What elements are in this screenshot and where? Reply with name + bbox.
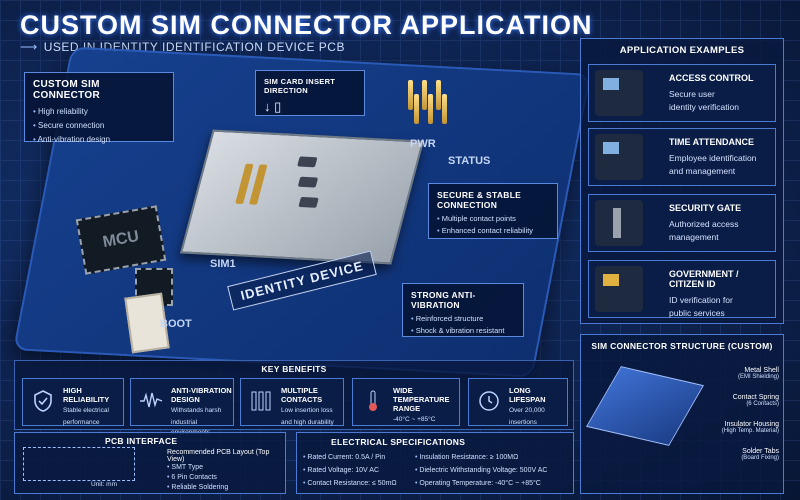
layout-title: Recommended PCB Layout (Top View) bbox=[167, 449, 270, 463]
electrical-title: ELECTRICAL SPECIFICATIONS bbox=[331, 437, 466, 447]
spec-item: Dielectric Withstanding Voltage: 500V AC bbox=[415, 464, 547, 477]
app-desc: Employee identification bbox=[669, 153, 757, 163]
benefit-desc: Withstands harsh bbox=[171, 407, 222, 414]
callout-title: CUSTOM SIM CONNECTOR bbox=[33, 79, 100, 101]
callout-custom-sim: CUSTOM SIM CONNECTOR High reliability Se… bbox=[24, 72, 174, 144]
benefit-desc: insertions bbox=[509, 419, 537, 426]
part-note: (High Temp. Material) bbox=[721, 428, 779, 434]
pcb-layout-drawing bbox=[23, 447, 135, 481]
page-title: CUSTOM SIM CONNECTOR APPLICATION bbox=[20, 10, 593, 40]
benefit-title: RANGE bbox=[393, 404, 421, 413]
callout-title: SIM CARD INSERT DIRECTION bbox=[264, 77, 336, 95]
down-arrow-icon: ↓ ▯ bbox=[264, 99, 282, 114]
header-pins bbox=[400, 80, 465, 140]
app-access-control: ACCESS CONTROL Secure user identity verifi… bbox=[588, 64, 776, 122]
spec-item: Insulation Resistance: ≥ 100MΩ bbox=[415, 451, 547, 464]
spec-item: Contact Resistance: ≤ 50mΩ bbox=[303, 477, 396, 490]
benefit-contacts: MULTIPLE CONTACTS Low insertion loss and h… bbox=[240, 378, 344, 426]
callout-title: SECURE & STABLE CONNECTION bbox=[437, 190, 522, 210]
benefit-lifespan: LONG LIFESPAN Over 20,000 insertions bbox=[468, 378, 568, 426]
benefit-desc: Over 20,000 bbox=[509, 407, 545, 414]
callout-item: Anti-vibration design bbox=[33, 133, 165, 147]
structure-title: SIM CONNECTOR STRUCTURE (CUSTOM) bbox=[591, 341, 773, 351]
spec-item: Rated Current: 0.5A / Pin bbox=[303, 451, 397, 464]
callout-item: High reliability bbox=[33, 105, 165, 119]
boot-label: BOOT bbox=[160, 318, 192, 330]
interface-item: 6 Pin Contacts bbox=[167, 473, 285, 483]
app-security-gate: SECURITY GATE Authorized access management bbox=[588, 194, 776, 252]
unit-label: Unit: mm bbox=[91, 481, 117, 488]
app-title: SECURITY GATE bbox=[669, 203, 742, 213]
benefit-desc: performance bbox=[63, 419, 100, 426]
part-name: Metal Shell bbox=[744, 367, 779, 374]
contacts-icon bbox=[249, 389, 273, 413]
app-desc: identity verification bbox=[669, 102, 739, 112]
app-government-id: GOVERNMENT / CITIZEN ID ID verification f… bbox=[588, 260, 776, 318]
access-terminal-icon bbox=[595, 70, 643, 116]
connector-structure-graphic bbox=[586, 366, 704, 446]
vibration-wave-icon bbox=[139, 389, 163, 413]
benefits-title: KEY BENEFITS bbox=[261, 364, 327, 374]
benefit-reliability: HIGH RELIABILITY Stable electrical perform… bbox=[22, 378, 124, 426]
part-name: Contact Spring bbox=[732, 394, 779, 401]
benefit-title: DESIGN bbox=[171, 395, 200, 404]
callout-insert-direction: SIM CARD INSERT DIRECTION ↓ ▯ bbox=[255, 70, 365, 116]
part-name: Insulator Housing bbox=[724, 421, 779, 428]
benefit-desc: -40°C ~ +85°C bbox=[393, 416, 436, 423]
pcb-interface-title: PCB INTERFACE bbox=[105, 436, 178, 446]
part-name: Solder Tabs bbox=[742, 448, 779, 455]
pcb-interface-panel: PCB INTERFACE Unit: mm Recommended PCB L… bbox=[14, 432, 286, 494]
app-time-attendance: TIME ATTENDANCE Employee identification an… bbox=[588, 128, 776, 186]
part-note: (Board Fixing) bbox=[741, 455, 779, 461]
shield-check-icon bbox=[31, 389, 55, 413]
callout-item: Enhanced contact reliability bbox=[437, 225, 549, 237]
arrow-icon: ⟶ bbox=[20, 40, 38, 54]
callout-title: STRONG ANTI-VIBRATION bbox=[411, 290, 476, 310]
benefit-title: HIGH RELIABILITY bbox=[63, 386, 110, 404]
benefit-desc: Stable electrical bbox=[63, 407, 109, 414]
app-title: ACCESS CONTROL bbox=[669, 73, 754, 83]
part-note: (6 Contacts) bbox=[746, 401, 779, 407]
app-title: GOVERNMENT / CITIZEN ID bbox=[669, 269, 739, 289]
sim1-label: SIM1 bbox=[210, 258, 236, 270]
turnstile-gate-icon bbox=[595, 200, 643, 246]
clock-icon bbox=[477, 389, 501, 413]
app-title: TIME ATTENDANCE bbox=[669, 137, 754, 147]
benefit-title: LONG LIFESPAN bbox=[509, 386, 546, 404]
part-note: (EMI Shielding) bbox=[737, 374, 779, 380]
callout-secure-connection: SECURE & STABLE CONNECTION Multiple cont… bbox=[428, 183, 558, 239]
interface-item: SMT Type bbox=[167, 463, 285, 473]
status-label: STATUS bbox=[448, 155, 491, 167]
pwr-label: PWR bbox=[410, 138, 436, 150]
callout-item: Multiple contact points bbox=[437, 213, 549, 225]
app-desc: ID verification for bbox=[669, 295, 733, 305]
benefit-title: WIDE TEMPERATURE bbox=[393, 386, 450, 404]
attendance-terminal-icon bbox=[595, 134, 643, 180]
benefit-desc: and high durability bbox=[281, 419, 334, 426]
applications-title: APPLICATION EXAMPLES bbox=[619, 45, 745, 56]
callout-item: Shock & vibration resistant bbox=[411, 325, 515, 337]
callout-anti-vibration: STRONG ANTI-VIBRATION Reinforced structu… bbox=[402, 283, 524, 337]
spec-item: Rated Voltage: 10V AC bbox=[303, 464, 397, 477]
structure-panel: SIM CONNECTOR STRUCTURE (CUSTOM) Metal S… bbox=[580, 334, 784, 494]
callout-item: Secure connection bbox=[33, 119, 165, 133]
app-desc: and management bbox=[669, 166, 736, 176]
electrical-panel: ELECTRICAL SPECIFICATIONS Rated Current:… bbox=[296, 432, 574, 494]
spec-item: Operating Temperature: -40°C ~ +85°C bbox=[415, 477, 547, 490]
benefit-title: ANTI-VIBRATION bbox=[171, 386, 232, 395]
callout-item: Reinforced structure bbox=[411, 313, 515, 325]
sim-connector bbox=[179, 129, 425, 265]
benefit-title: MULTIPLE CONTACTS bbox=[281, 386, 323, 404]
app-desc: management bbox=[669, 232, 719, 242]
thermometer-icon bbox=[361, 389, 385, 413]
app-desc: Authorized access bbox=[669, 219, 739, 229]
app-desc: public services bbox=[669, 308, 725, 318]
interface-item: Reliable Soldering bbox=[167, 483, 285, 493]
id-reader-icon bbox=[595, 266, 643, 312]
app-desc: Secure user bbox=[669, 89, 715, 99]
benefit-desc: Low insertion loss bbox=[281, 407, 333, 414]
